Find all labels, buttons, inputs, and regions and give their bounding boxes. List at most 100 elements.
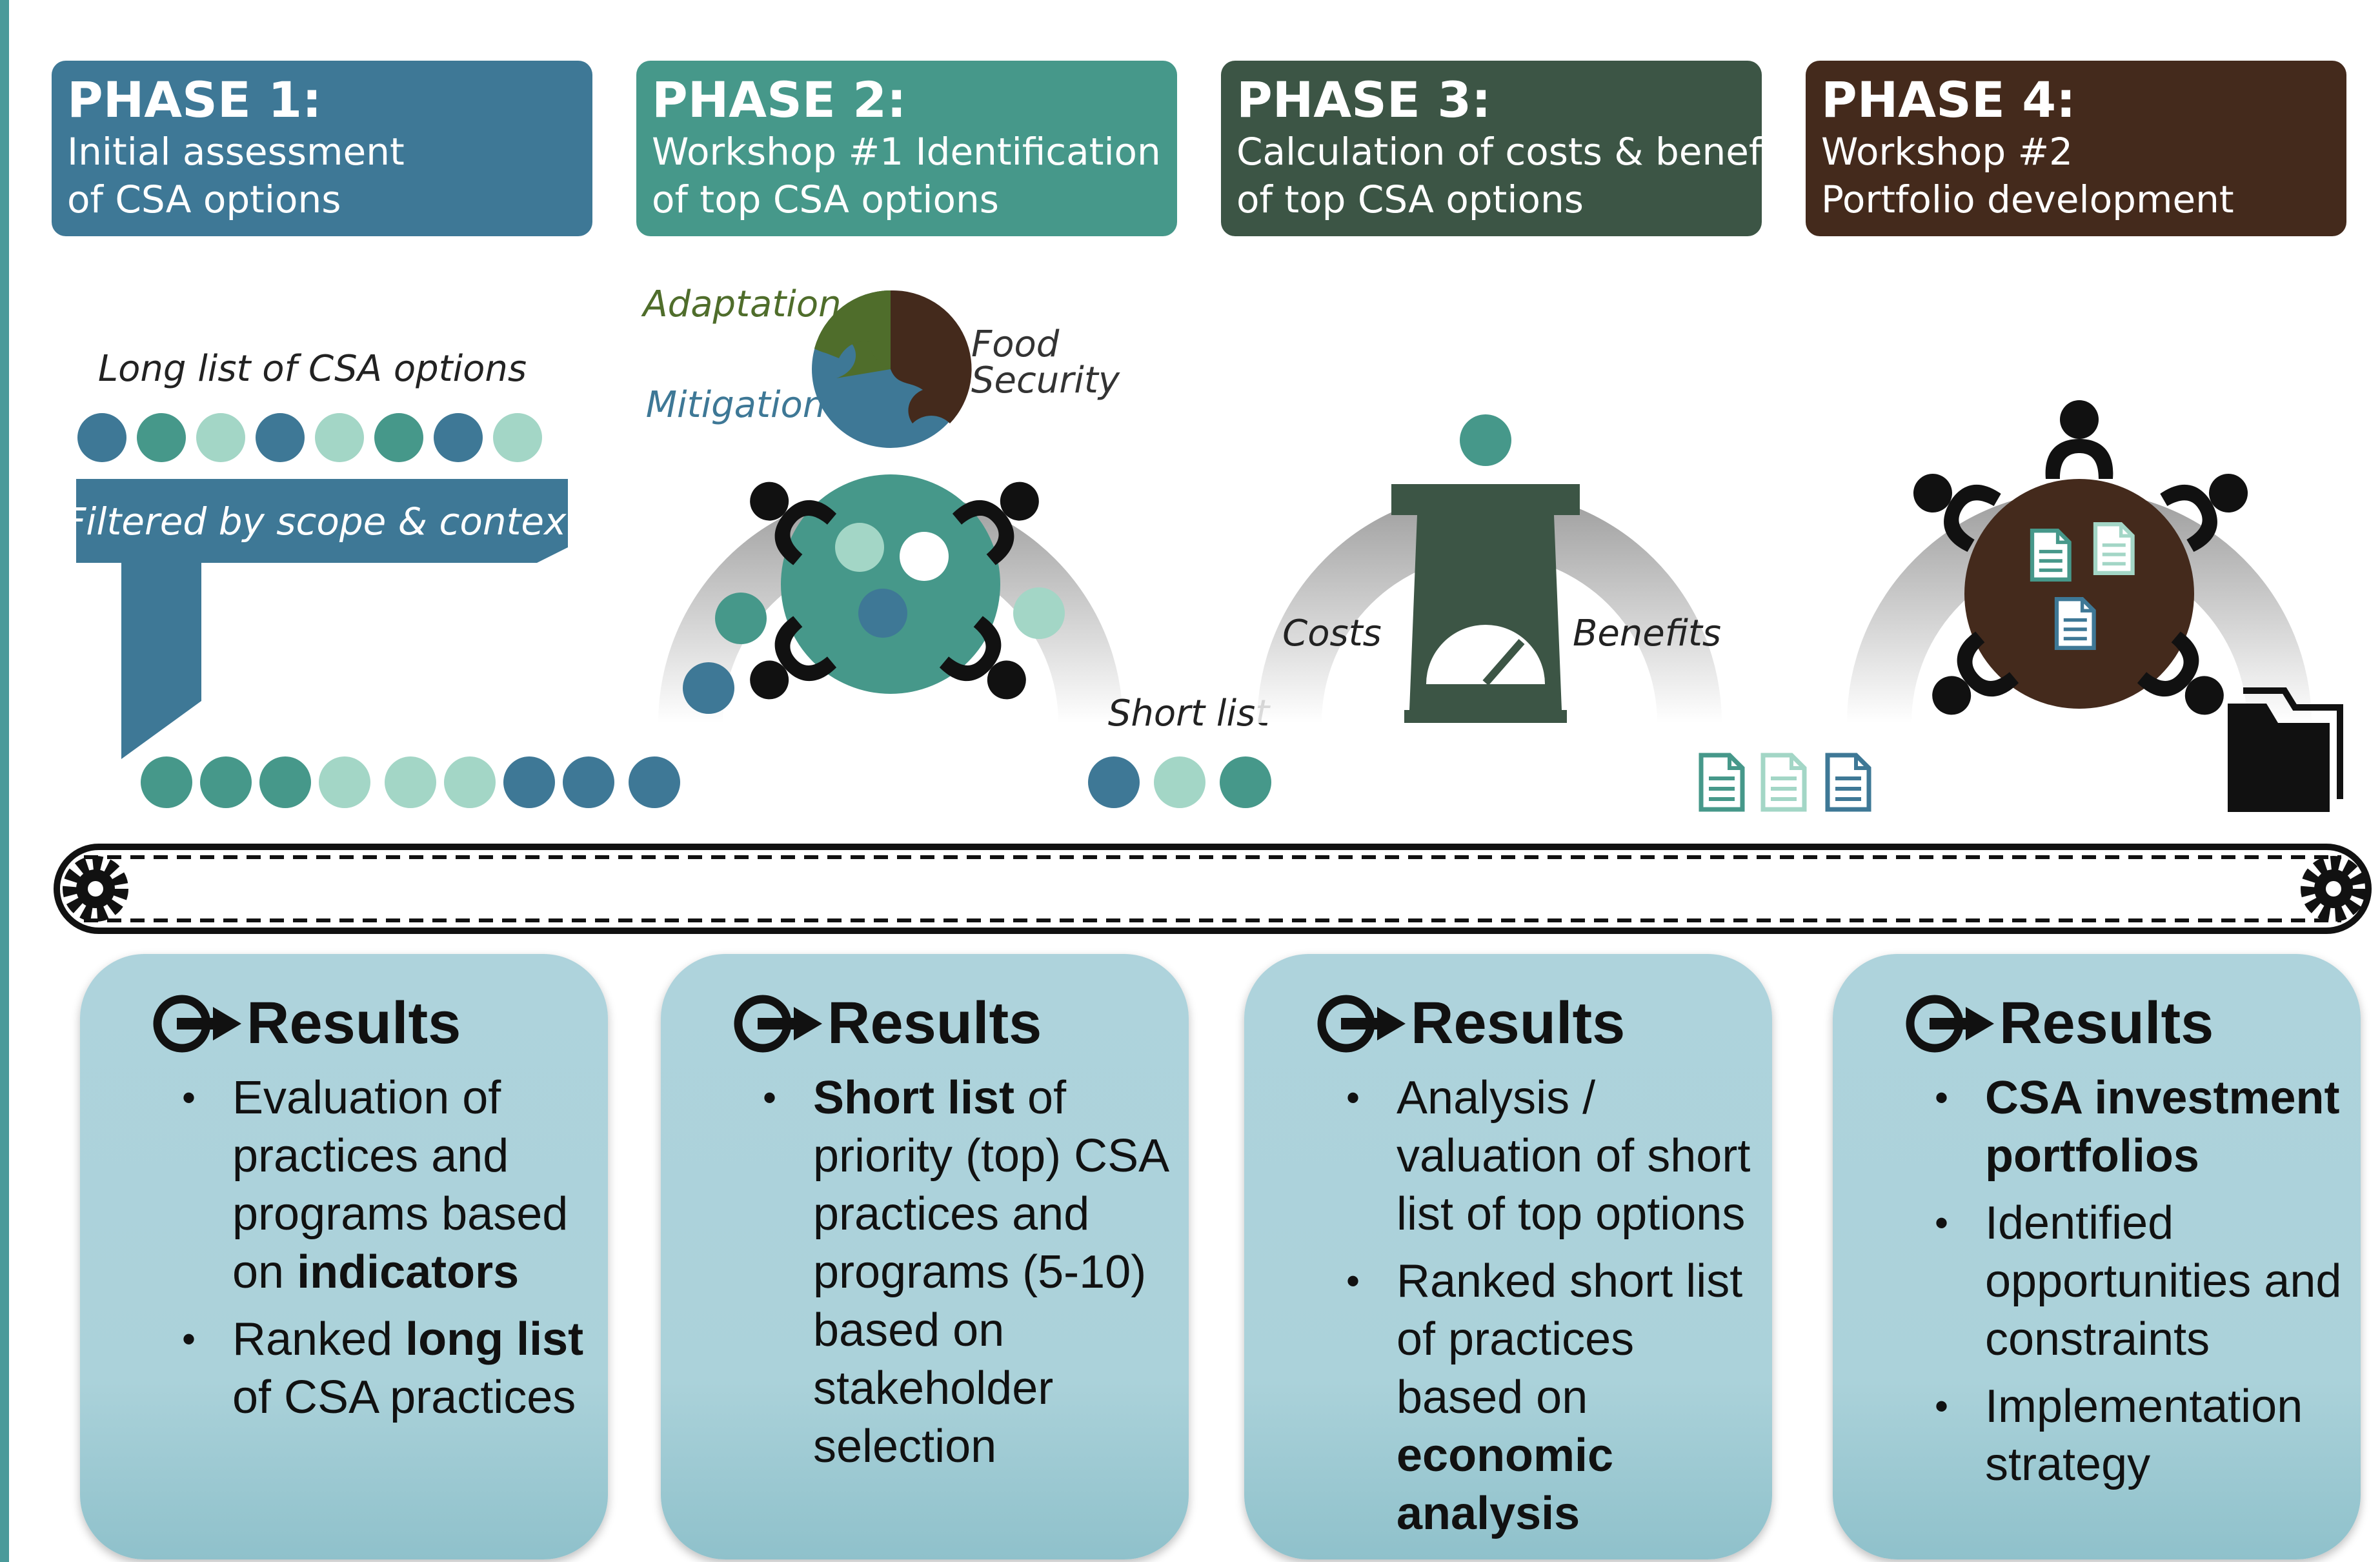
arc xyxy=(1257,491,1722,723)
phase-title: PHASE 1: xyxy=(67,71,322,128)
results-header: Results xyxy=(151,988,461,1059)
result-item: Ranked short list of practices based on … xyxy=(1309,1252,1760,1543)
results-title: Results xyxy=(827,989,1042,1056)
round-table xyxy=(781,474,1000,694)
option-dot xyxy=(629,756,680,808)
arrow-circle-icon xyxy=(1317,995,1406,1053)
option-dot xyxy=(1154,756,1205,808)
option-dot xyxy=(196,413,245,462)
puzzle-icon xyxy=(812,290,972,448)
result-item: Ranked long list of CSA practices xyxy=(145,1310,596,1426)
phase-description: Workshop #2 xyxy=(1821,130,2073,174)
document-icon xyxy=(2057,599,2094,648)
result-item-text: Evaluation of practices and programs bas… xyxy=(232,1072,569,1298)
option-dot xyxy=(683,662,734,714)
long-list-dots xyxy=(77,413,542,462)
adaptation-label: Adaptation xyxy=(641,283,841,325)
phase-2-box: PHASE 2: Workshop #1 Identification of t… xyxy=(636,61,1177,236)
phase-title: PHASE 4: xyxy=(1821,71,2076,128)
result-item: Evaluation of practices and programs bas… xyxy=(145,1069,596,1301)
short-list-label: Short list xyxy=(1108,693,1271,735)
costs-label: Costs xyxy=(1282,613,1382,654)
phase-title: PHASE 2: xyxy=(652,71,907,128)
phase-description: of CSA options xyxy=(67,178,341,221)
option-dot xyxy=(1220,756,1271,808)
results-header: Results xyxy=(732,988,1042,1059)
results-title: Results xyxy=(1999,989,2214,1056)
left-border xyxy=(0,0,9,1562)
result-item: Analysis / valuation of short list of to… xyxy=(1309,1069,1760,1243)
result-item: Identified opportunities and constraints xyxy=(1897,1194,2349,1368)
result-item-text: of CSA practices xyxy=(232,1372,576,1423)
document-icon xyxy=(1763,755,1804,809)
result-item-emphasis: indicators xyxy=(297,1246,519,1298)
option-dot xyxy=(434,413,483,462)
result-item-emphasis: CSA investment portfolios xyxy=(1985,1072,2340,1182)
results-box: Results Analysis / valuation of short li… xyxy=(1244,954,1772,1559)
option-dot xyxy=(315,413,364,462)
arrow-circle-icon xyxy=(734,995,822,1053)
result-item: Short list of priority (top) CSA practic… xyxy=(725,1069,1177,1476)
arrow-circle-icon xyxy=(153,995,241,1053)
result-item-text: Ranked short list of practices based on xyxy=(1397,1255,1743,1423)
phase-1-box: PHASE 1: Initial assessment of CSA optio… xyxy=(52,61,592,236)
result-item-text: of priority (top) CSA practices and prog… xyxy=(813,1072,1167,1472)
filter-label: Filtered by scope & context xyxy=(65,500,582,543)
gear-icon xyxy=(63,856,128,922)
option-dot xyxy=(858,589,907,638)
option-dot xyxy=(563,756,614,808)
mitigation-label: Mitigation xyxy=(646,384,826,426)
filtered-dots xyxy=(141,756,680,808)
results-box: Results Short list of priority (top) CSA… xyxy=(661,954,1189,1559)
option-dot xyxy=(259,756,311,808)
results-list: Short list of priority (top) CSA practic… xyxy=(725,1069,1177,1485)
option-dot xyxy=(493,413,542,462)
option-dot xyxy=(900,532,949,581)
option-dot xyxy=(444,756,496,808)
document-icon xyxy=(1828,755,1869,809)
document-icons xyxy=(1701,755,1869,809)
option-dot xyxy=(374,413,423,462)
short-list-dots xyxy=(1088,756,1271,808)
results-list: Evaluation of practices and programs bas… xyxy=(145,1069,596,1435)
phase-description: Initial assessment xyxy=(67,130,405,174)
scale-icon xyxy=(1391,414,1580,723)
option-dot xyxy=(137,413,186,462)
option-dot xyxy=(835,523,884,572)
option-dot xyxy=(1088,756,1140,808)
security-label: Security xyxy=(971,360,1120,401)
results-box: Results Evaluation of practices and prog… xyxy=(80,954,608,1559)
option-dot xyxy=(319,756,370,808)
filter-funnel xyxy=(76,479,568,759)
phase-4-box: PHASE 4: Workshop #2 Portfolio developme… xyxy=(1806,61,2346,236)
folder-icon xyxy=(2228,687,2343,812)
round-table xyxy=(1964,479,2194,709)
result-item-text: Identified opportunities and constraints xyxy=(1985,1197,2342,1365)
option-dot xyxy=(77,413,126,462)
option-dot xyxy=(200,756,252,808)
results-list: Analysis / valuation of short list of to… xyxy=(1309,1069,1760,1552)
results-list: CSA investment portfoliosIdentified oppo… xyxy=(1897,1069,2349,1503)
result-item-emphasis: economic analysis xyxy=(1397,1430,1614,1539)
food-label: Food xyxy=(971,323,1060,365)
results-header: Results xyxy=(1904,988,2214,1059)
long-list-label: Long list of CSA options xyxy=(98,348,527,390)
benefits-label: Benefits xyxy=(1573,613,1721,654)
conveyor-belt xyxy=(54,844,2372,934)
document-icon xyxy=(1701,755,1742,809)
phase-description: of top CSA options xyxy=(1236,178,1584,221)
option-dot xyxy=(503,756,555,808)
phase-description: Workshop #1 Identification xyxy=(652,130,1161,174)
phase-3-box: PHASE 3: Calculation of costs & benefits… xyxy=(1221,61,1807,236)
phase-description: Calculation of costs & benefits xyxy=(1236,130,1807,174)
result-item: Implementation strategy xyxy=(1897,1377,2349,1494)
results-box: Results CSA investment portfoliosIdentif… xyxy=(1833,954,2361,1559)
gear-icon xyxy=(2301,856,2366,922)
results-title: Results xyxy=(1411,989,1626,1056)
result-item-text: Analysis / valuation of short list of to… xyxy=(1397,1072,1751,1240)
result-item-emphasis: Short list xyxy=(813,1072,1015,1124)
results-title: Results xyxy=(247,989,461,1056)
document-icon xyxy=(2032,531,2070,580)
option-dot xyxy=(385,756,436,808)
option-dot xyxy=(256,413,305,462)
